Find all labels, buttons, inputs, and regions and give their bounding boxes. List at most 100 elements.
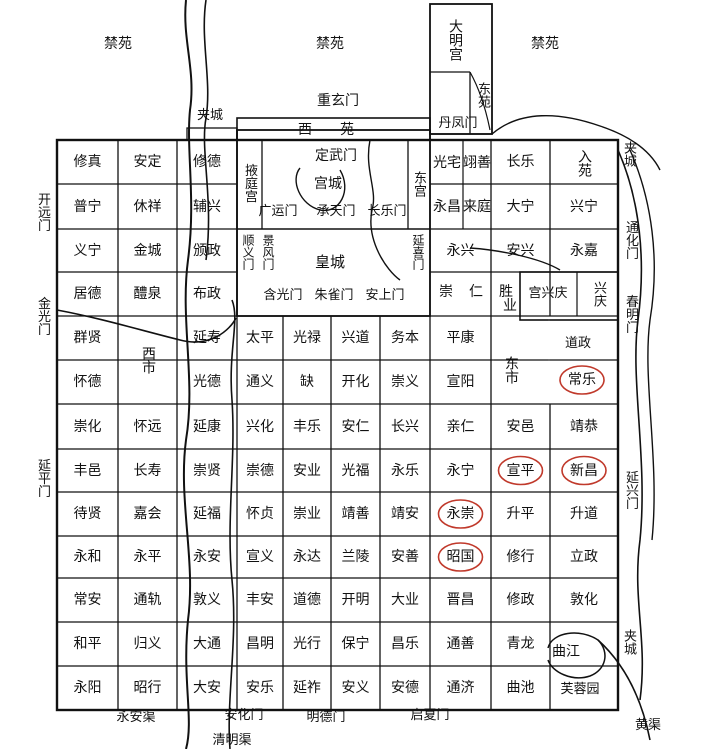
- ward-label: 崇化: [73, 418, 102, 435]
- ward-label: 靖善: [341, 506, 370, 522]
- region-label: 掖庭宫: [242, 163, 257, 203]
- ward-label: 青龙: [506, 636, 535, 652]
- yongan-canal: [182, 0, 193, 749]
- region-label: 兴庆: [591, 281, 606, 307]
- region-label: 东市: [503, 356, 519, 384]
- ward-label: 昌乐: [391, 636, 419, 652]
- ward-label: 待贤: [73, 506, 102, 522]
- ward-label: 常安: [73, 592, 102, 608]
- ward-label: 永昌: [433, 199, 461, 215]
- ward-label: 光德: [193, 374, 221, 390]
- ward-label: 永兴: [446, 242, 475, 259]
- ward-label: 修政: [506, 592, 535, 608]
- ward-label: 修真: [73, 154, 102, 170]
- region-label: 延喜门: [411, 234, 425, 270]
- ward-highlight-circle: [561, 455, 607, 486]
- jiacheng-nw-box: [186, 127, 238, 141]
- region-label: 顺义门: [241, 234, 255, 270]
- ward-highlight-circle: [497, 455, 544, 486]
- region-label: 丹凤门: [438, 116, 478, 131]
- region-label: 广运门: [258, 204, 298, 219]
- region-label: 曲江: [552, 644, 580, 660]
- ward-label: 休祥: [133, 198, 162, 215]
- ward-label: 崇德: [246, 462, 274, 479]
- ward-label: 平康: [446, 330, 475, 346]
- ward-label: 兴宁: [570, 198, 598, 215]
- region-label: 芙蓉园: [560, 682, 600, 697]
- ward-label: 入苑: [576, 149, 592, 177]
- north-canal: [491, 114, 661, 171]
- huang-canal: [597, 639, 651, 741]
- ward-label: 宣阳: [446, 374, 475, 390]
- ward-label: 永达: [293, 549, 321, 565]
- ward-label: 安善: [391, 549, 419, 565]
- region-label: 景风门: [261, 234, 275, 270]
- ward-label: 通善: [446, 636, 475, 652]
- ward-label: 常乐: [568, 372, 596, 388]
- region-label: 安上门: [365, 288, 405, 303]
- region-label: 宫兴庆: [528, 286, 568, 301]
- qujiang-lake: [547, 632, 606, 679]
- ward-label: 修德: [193, 154, 221, 170]
- region-label: 安化门: [224, 708, 264, 723]
- region-label: 朱雀门: [314, 288, 354, 303]
- ward-label: 敦化: [570, 592, 598, 608]
- ward-label: 宣义: [246, 549, 274, 565]
- ward-label: 安邑: [506, 418, 535, 435]
- ward-label: 义宁: [73, 242, 102, 259]
- ward-label: 大宁: [506, 198, 535, 215]
- ward-label: 大业: [391, 592, 419, 608]
- ward-label: 开明: [341, 592, 370, 608]
- ward-label: 延福: [193, 506, 221, 522]
- region-label: 夹城: [621, 141, 636, 167]
- ward-label: 辅兴: [193, 198, 221, 215]
- region-label: 清明渠: [212, 733, 252, 748]
- west-market-void: [119, 317, 177, 403]
- ward-label: 怀贞: [246, 506, 274, 522]
- ward-label: 嘉会: [133, 506, 162, 522]
- ward-label: 永乐: [391, 462, 419, 479]
- ward-label: 宣平: [506, 462, 535, 479]
- ward-label: 翊善: [463, 155, 491, 171]
- ward-label: 敦义: [193, 592, 221, 608]
- ward-label: 保宁: [341, 636, 370, 652]
- ward-label: 修行: [506, 549, 535, 565]
- region-label: 仁: [469, 284, 483, 300]
- ward-label: 普宁: [73, 198, 102, 215]
- ward-label: 安德: [391, 680, 419, 696]
- ward-label: 居德: [73, 286, 102, 302]
- region-label: 延平门: [35, 458, 50, 498]
- ward-label: 延康: [193, 418, 221, 435]
- ward-label: 曲池: [506, 680, 535, 696]
- ward-label: 务本: [391, 330, 419, 346]
- east-jiacheng-canal: [617, 149, 644, 701]
- ward-label: 永平: [133, 549, 162, 565]
- region-label: 黄渠: [634, 718, 662, 733]
- ward-label: 永嘉: [570, 242, 598, 259]
- ward-label: 太平: [246, 330, 274, 346]
- region-label: 金光门: [35, 296, 50, 336]
- region-label: 承天门: [316, 204, 356, 219]
- ward-label: 安业: [293, 462, 321, 479]
- dongyuan-stream: [469, 71, 491, 131]
- ward-label: 金城: [133, 242, 162, 259]
- region-label: 重玄门: [317, 93, 359, 109]
- region-label: 定武门: [315, 148, 357, 164]
- region-label: 崇: [439, 284, 453, 300]
- ward-label: 光行: [293, 636, 321, 652]
- ward-label: 新昌: [570, 462, 598, 479]
- ward-label: 通济: [446, 680, 475, 696]
- west-inflow: [56, 309, 237, 343]
- ward-label: 靖恭: [570, 418, 598, 435]
- ward-label: 亲仁: [446, 418, 475, 435]
- region-label: 业: [503, 298, 517, 314]
- region-label: 春明门: [623, 294, 638, 334]
- ward-label: 崇业: [293, 506, 321, 522]
- east-market-void: [492, 317, 550, 403]
- ward-label: 颁政: [193, 242, 221, 259]
- ward-label: 崇义: [391, 374, 419, 390]
- ward-highlight-circle: [437, 499, 484, 529]
- xingqing-palace-wall: [519, 271, 619, 321]
